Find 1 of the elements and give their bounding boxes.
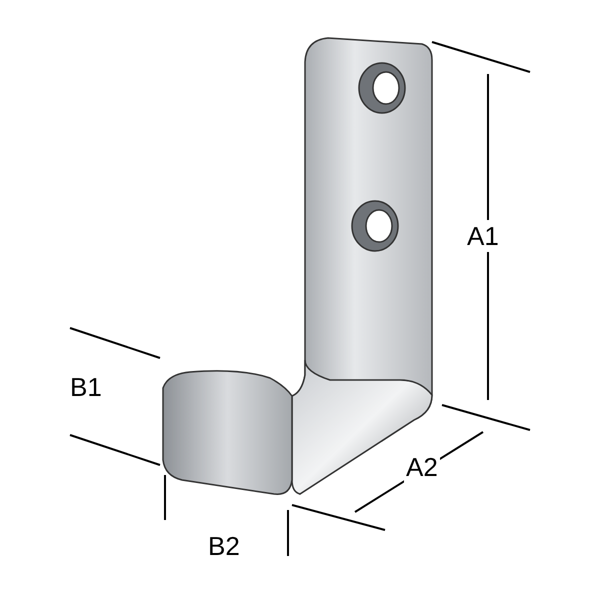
- dimension-label: A1: [465, 220, 501, 252]
